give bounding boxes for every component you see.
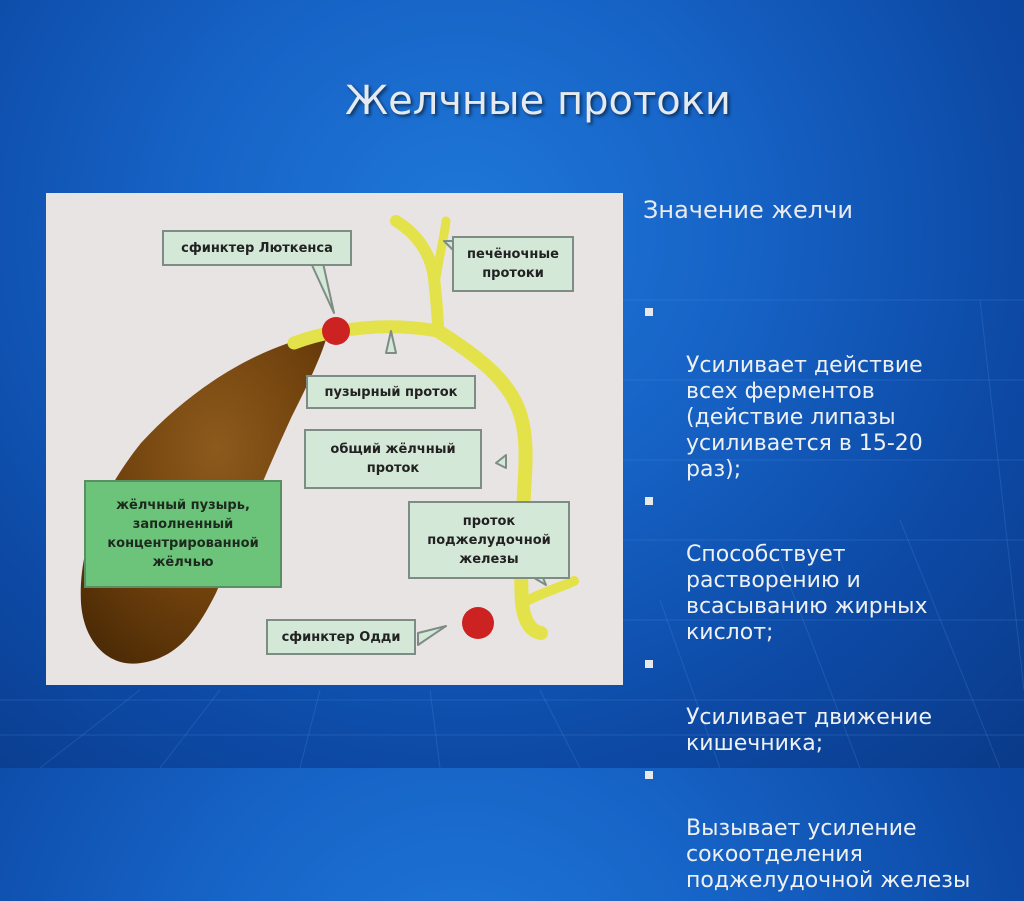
- label-common-bile-duct: общий жёлчный проток: [304, 429, 482, 489]
- bullet-square-icon: [645, 308, 653, 316]
- label-cystic-duct: пузырный проток: [306, 375, 476, 409]
- label-gallbladder: жёлчный пузырь, заполненный концентриров…: [84, 480, 282, 588]
- label-hepatic-ducts: печёночные протоки: [452, 236, 574, 292]
- label-sphincter-lutkens: сфинктер Люткенса: [162, 230, 352, 266]
- bile-duct-diagram: сфинктер Люткенса печёночные протоки пуз…: [46, 193, 623, 685]
- bullet-list: Усиливает действие всех ферментов (дейст…: [640, 301, 1024, 901]
- bullet-square-icon: [645, 771, 653, 779]
- bullet-item: Усиливает действие всех ферментов (дейст…: [640, 301, 1024, 483]
- bullet-item: Вызывает усиление сокоотделения поджелуд…: [640, 764, 1024, 894]
- bullet-text: Усиливает движение кишечника;: [686, 705, 932, 756]
- duct-system: [287, 215, 579, 640]
- bullet-item: Усиливает движение кишечника;: [640, 653, 1024, 757]
- bullet-text: Способствует растворению и всасыванию жи…: [686, 542, 928, 645]
- background-grid: [0, 299, 1024, 768]
- bullet-square-icon: [645, 497, 653, 505]
- sphincter-lutkens-marker: [322, 317, 350, 345]
- bullet-square-icon: [645, 660, 653, 668]
- bullet-text: Усиливает действие всех ферментов (дейст…: [686, 353, 923, 482]
- sphincter-oddi-marker: [462, 607, 494, 639]
- label-pancreatic-duct: проток поджелудочной железы: [408, 501, 570, 579]
- label-sphincter-oddi: сфинктер Одди: [266, 619, 416, 655]
- slide-title: Желчные протоки: [345, 78, 731, 124]
- section-subtitle: Значение желчи: [643, 196, 853, 224]
- bullet-text: Вызывает усиление сокоотделения поджелуд…: [686, 816, 971, 893]
- bullet-item: Способствует растворению и всасыванию жи…: [640, 490, 1024, 646]
